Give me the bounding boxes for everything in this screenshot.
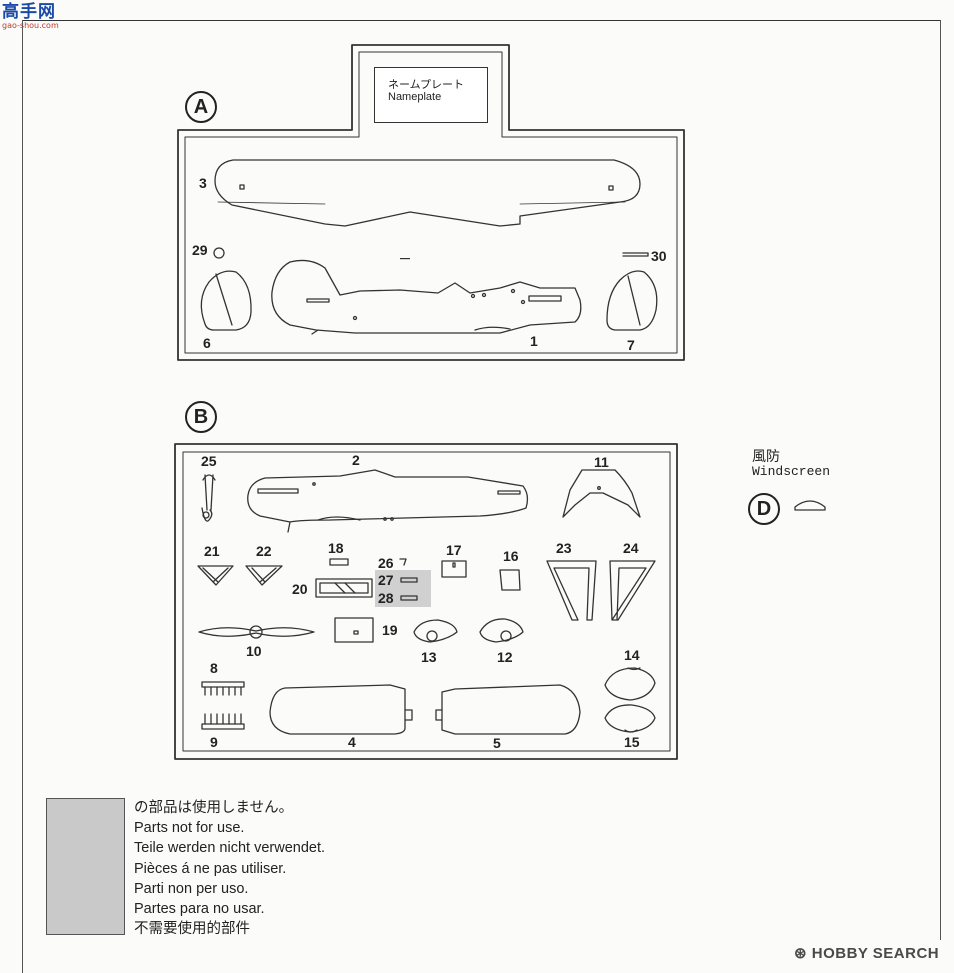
part-number: 24 xyxy=(623,540,639,556)
part-23 xyxy=(546,560,597,621)
legend-line: Partes para no usar. xyxy=(134,901,265,918)
part-number: 12 xyxy=(497,649,513,665)
legend-line: Parts not for use. xyxy=(134,820,245,837)
sprue-b-frame xyxy=(174,443,678,760)
part-number: 8 xyxy=(210,660,218,676)
part-number: 25 xyxy=(201,453,217,469)
legend-line: Pièces á ne pas utiliser. xyxy=(134,860,287,877)
sprue-b-frame-inner xyxy=(182,451,671,752)
page-frame-top xyxy=(22,20,940,21)
part-21 xyxy=(197,565,234,586)
legend-line: の部品は使用しません。 xyxy=(134,800,294,816)
part-2-fuselage xyxy=(247,469,529,523)
legend-line: Teile werden nicht verwendet. xyxy=(134,840,326,857)
part-number: 10 xyxy=(246,643,262,659)
part-26 xyxy=(399,558,407,566)
part-29-disc xyxy=(213,247,225,259)
part-number: 3 xyxy=(199,175,207,191)
sprue-d-label: D xyxy=(748,493,780,525)
part-6-cowl xyxy=(200,270,252,331)
part-17 xyxy=(441,560,467,578)
part-16 xyxy=(499,569,521,591)
windscreen-label-en: Windscreen xyxy=(752,464,831,479)
legend-line: Parti non per uso. xyxy=(134,880,249,897)
part-number: 6 xyxy=(203,335,211,351)
part-15 xyxy=(604,704,656,733)
part-7-cowl xyxy=(606,270,658,331)
part-10-propeller xyxy=(198,627,315,637)
part-number: 18 xyxy=(328,540,344,556)
windscreen-label-jp: 風防 xyxy=(752,449,780,465)
part-number: 14 xyxy=(624,647,640,663)
part-30-rod xyxy=(622,252,649,257)
unused-parts-box xyxy=(375,570,431,607)
part-number: 17 xyxy=(446,542,462,558)
part-18 xyxy=(329,558,349,566)
legend-line: 不需要使用的部件 xyxy=(134,921,250,938)
part-number: 23 xyxy=(556,540,572,556)
sprue-a-label: A xyxy=(185,91,217,123)
part-number: 11 xyxy=(594,454,609,470)
part-5-panel xyxy=(441,684,581,735)
part-number: 1 xyxy=(530,333,538,349)
part-number: 4 xyxy=(348,734,356,750)
part-1-fuselage xyxy=(271,259,582,334)
nameplate-en: Nameplate xyxy=(388,91,442,103)
part-number: 27 xyxy=(378,572,394,588)
legend-text: の部品は使用しません。 Parts not for use. Teile wer… xyxy=(134,798,325,939)
part-number: 21 xyxy=(204,543,220,559)
part-4-panel xyxy=(269,684,406,735)
brand-logo: ⊛ HOBBY SEARCH xyxy=(794,945,940,962)
page-frame-right xyxy=(940,20,941,940)
watermark-title: 高手网 xyxy=(2,2,56,22)
part-19 xyxy=(334,617,374,643)
part-27 xyxy=(400,577,418,583)
part-number: 2 xyxy=(352,452,360,468)
sprue-a-frame-inner xyxy=(184,51,678,354)
part-3-wing xyxy=(214,159,641,227)
part-number: 7 xyxy=(627,337,635,353)
part-8 xyxy=(201,681,245,696)
part-25-strut xyxy=(201,474,216,522)
part-13 xyxy=(413,619,458,643)
page-frame-left xyxy=(22,20,23,973)
part-28 xyxy=(400,595,418,601)
part-number: 30 xyxy=(651,248,667,264)
part-9 xyxy=(201,713,245,730)
nameplate-jp: ネームプレート xyxy=(388,78,465,91)
part-24 xyxy=(609,560,656,621)
part-number: 5 xyxy=(493,735,501,751)
part-number: 13 xyxy=(421,649,437,665)
part-number: 9 xyxy=(210,734,218,750)
part-22 xyxy=(245,565,283,586)
part-number: 19 xyxy=(382,622,398,638)
sprue-b-label: B xyxy=(185,401,217,433)
part-d-windscreen xyxy=(794,500,826,511)
part-14 xyxy=(604,667,656,701)
part-number: 28 xyxy=(378,590,394,606)
part-number: 22 xyxy=(256,543,272,559)
nameplate-box: ネームプレート Nameplate xyxy=(374,67,488,123)
legend-swatch xyxy=(46,798,125,935)
part-number: 20 xyxy=(292,581,308,597)
part-number: 29 xyxy=(192,242,208,258)
sprue-a-frame xyxy=(177,44,685,361)
part-number: 16 xyxy=(503,548,519,564)
part-number: 15 xyxy=(624,734,640,750)
part-20 xyxy=(315,578,373,598)
watermark-logo: 高手网 gao-shou.com xyxy=(2,4,59,30)
part-number: 26 xyxy=(378,555,394,571)
part-11-frame xyxy=(562,469,641,518)
part-12 xyxy=(479,618,524,643)
watermark-url: gao-shou.com xyxy=(2,21,59,30)
